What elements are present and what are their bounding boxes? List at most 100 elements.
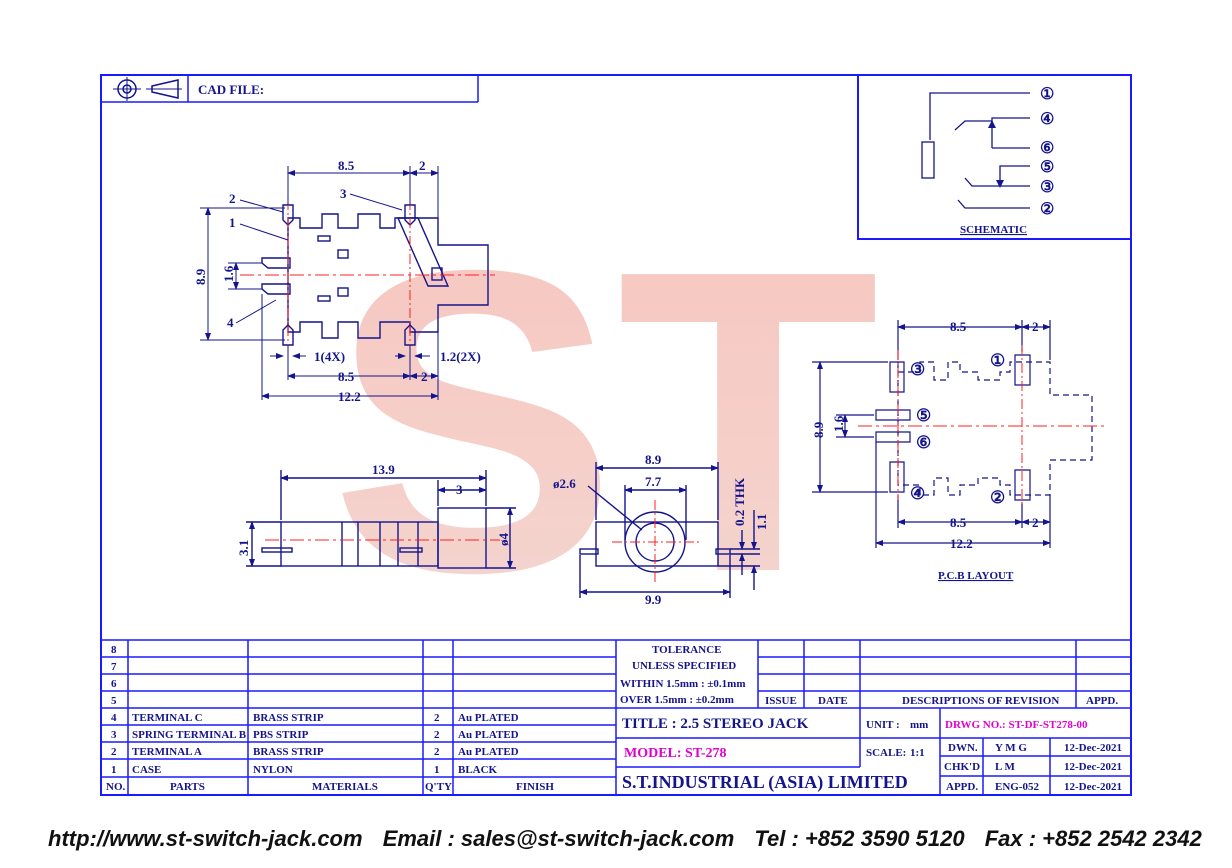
email-text[interactable]: Email : sales@st-switch-jack.com xyxy=(382,826,735,851)
scale-value: 1:1 xyxy=(910,747,925,759)
bom-header-finish: FINISH xyxy=(516,781,554,793)
bom-part: CASE xyxy=(132,764,161,776)
revision-appd-header: APPD. xyxy=(1086,695,1118,707)
appd-label: APPD. xyxy=(946,781,978,793)
cad-header: CAD FILE: xyxy=(101,75,479,103)
schematic-pin-6: ⑥ xyxy=(1040,140,1054,157)
bom-header-qty: Q'TY xyxy=(425,781,452,793)
cad-file-label: CAD FILE: xyxy=(198,82,264,97)
callout-1: 1 xyxy=(229,215,236,230)
dim-top-2: 2 xyxy=(419,158,426,173)
dwn-label: DWN. xyxy=(948,742,978,754)
bom-no: 6 xyxy=(111,678,117,690)
chkd-date: 12-Dec-2021 xyxy=(1064,761,1122,773)
revision-description-header: DESCRIPTIONS OF REVISION xyxy=(902,695,1059,707)
bom-table: 8 7 6 5 4 3 2 1 TERMINAL C SPRING TERMIN… xyxy=(101,639,617,795)
schematic-pin-5: ⑤ xyxy=(1040,159,1054,176)
dim-1-1: 1.1 xyxy=(754,514,769,530)
dim-top-8-5: 8.5 xyxy=(338,158,355,173)
bom-material: NYLON xyxy=(253,764,293,776)
bom-no: 2 xyxy=(111,746,117,758)
bom-material: BRASS STRIP xyxy=(253,712,324,724)
company-name: S.T.INDUSTRIAL (ASIA) LIMITED xyxy=(622,772,908,793)
watermark-text: ST xyxy=(330,182,879,662)
pcb-dim-bottom-2: 2 xyxy=(1032,515,1039,530)
dim-dia-2-6: ø2.6 xyxy=(553,476,576,491)
pcb-pin-5: ⑤ xyxy=(916,406,931,425)
pcb-pin-6: ⑥ xyxy=(916,433,931,452)
schematic-pin-4: ④ xyxy=(1040,111,1054,128)
bom-no: 7 xyxy=(111,661,117,673)
dim-1-2-2x: 1.2(2X) xyxy=(440,349,481,364)
fax-text: Fax : +852 2542 2342 xyxy=(984,826,1202,851)
front-view: 8.9 ø2.6 7.7 0.2 THK 1.1 9.9 xyxy=(553,452,769,607)
bom-no: 3 xyxy=(111,729,117,741)
appd-value: ENG-052 xyxy=(995,781,1040,793)
appd-date: 12-Dec-2021 xyxy=(1064,781,1122,793)
side-view: 13.9 3 3.1 ø4 xyxy=(236,462,516,569)
pcb-layout: 8.5 2 8.9 1.6 8.5 2 12.2 ③ ① ⑤ ⑥ ④ ② P.C… xyxy=(811,319,1105,582)
callout-3: 3 xyxy=(340,186,347,201)
pcb-layout-title: P.C.B LAYOUT xyxy=(938,570,1014,582)
chkd-label: CHK'D xyxy=(944,761,980,773)
dim-1-4x: 1(4X) xyxy=(314,349,345,364)
callout-4: 4 xyxy=(227,315,234,330)
bom-qty: 2 xyxy=(434,729,440,741)
bom-qty: 2 xyxy=(434,746,440,758)
projection-symbol-icon xyxy=(113,77,182,101)
bom-part: TERMINAL C xyxy=(132,712,203,724)
bom-finish: BLACK xyxy=(458,764,498,776)
bom-header-no: NO. xyxy=(106,781,126,793)
bom-material: PBS STRIP xyxy=(253,729,309,741)
dim-bottom-8-5: 8.5 xyxy=(338,369,355,384)
bom-no: 1 xyxy=(111,764,117,776)
pcb-dim-1-6: 1.6 xyxy=(831,415,846,432)
pcb-dim-top-2: 2 xyxy=(1032,319,1039,334)
contact-footer: http://www.st-switch-jack.com Email : sa… xyxy=(48,826,1202,860)
bom-finish: Au PLATED xyxy=(458,729,519,741)
dim-13-9: 13.9 xyxy=(372,462,395,477)
revision-date-header: DATE xyxy=(818,695,848,707)
tel-text: Tel : +852 3590 5120 xyxy=(754,826,965,851)
schematic-pin-3: ③ xyxy=(1040,179,1054,196)
dim-left-1-6: 1.6 xyxy=(221,265,236,282)
watermark-logo: ST xyxy=(330,182,879,662)
pcb-pin-1: ① xyxy=(990,351,1005,370)
bom-no: 8 xyxy=(111,644,117,656)
dim-3-1: 3.1 xyxy=(236,540,251,556)
drawing-number: DRWG NO.: ST-DF-ST278-00 xyxy=(945,719,1088,731)
pcb-pin-4: ④ xyxy=(910,484,925,503)
pcb-pin-3: ③ xyxy=(910,360,925,379)
dwn-date: 12-Dec-2021 xyxy=(1064,742,1122,754)
schematic-pin-1: ① xyxy=(1040,86,1054,103)
bom-header-materials: MATERIALS xyxy=(312,781,378,793)
unit-label: UNIT : xyxy=(866,719,900,731)
unit-value: mm xyxy=(910,719,928,731)
dim-dia-4: ø4 xyxy=(496,533,511,547)
tolerance-over: OVER 1.5mm : ±0.2mm xyxy=(620,694,734,706)
callout-2: 2 xyxy=(229,191,236,206)
bom-material: BRASS STRIP xyxy=(253,746,324,758)
bom-part: SPRING TERMINAL B xyxy=(132,729,247,741)
bom-qty: 1 xyxy=(434,764,440,776)
dwn-value: Y M G xyxy=(995,742,1027,754)
bom-finish: Au PLATED xyxy=(458,712,519,724)
bom-qty: 2 xyxy=(434,712,440,724)
dim-bottom-2: 2 xyxy=(421,369,428,384)
bom-header-parts: PARTS xyxy=(170,781,205,793)
top-view: 8.5 2 8.9 1.6 1(4X) 1.2(2X) 8.5 2 12.2 2… xyxy=(193,158,495,404)
dim-left-8-9: 8.9 xyxy=(193,268,208,285)
pcb-pin-2: ② xyxy=(990,488,1005,507)
bom-part: TERMINAL A xyxy=(132,746,202,758)
schematic-panel: ① ④ ⑥ ⑤ ③ ② SCHEMATIC xyxy=(857,75,1131,240)
title-text: TITLE : 2.5 STEREO JACK xyxy=(622,716,809,732)
tolerance-title: TOLERANCE xyxy=(652,644,721,656)
revision-issue-header: ISSUE xyxy=(765,695,797,707)
website-link[interactable]: http://www.st-switch-jack.com xyxy=(48,826,363,851)
scale-label: SCALE: xyxy=(866,747,906,759)
dim-9-9: 9.9 xyxy=(645,592,662,607)
dim-12-2: 12.2 xyxy=(338,389,361,404)
pcb-dim-bottom-8-5: 8.5 xyxy=(950,515,967,530)
pcb-dim-8-9: 8.9 xyxy=(811,421,826,438)
